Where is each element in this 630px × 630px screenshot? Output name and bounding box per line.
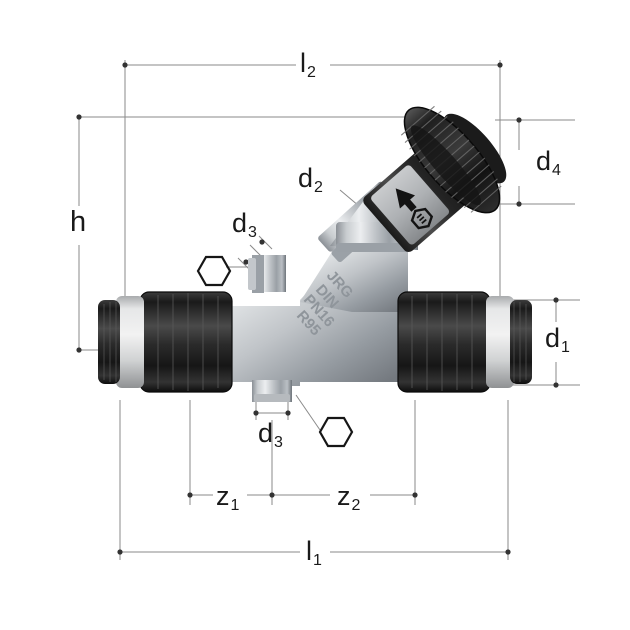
flow-arrow-icon xyxy=(395,188,417,212)
leader-line-hex-lower xyxy=(295,394,321,431)
white-collar-ring-right xyxy=(486,296,514,388)
dim-label-z2: z2 xyxy=(337,481,361,515)
dim-label-z1: z1 xyxy=(216,481,240,515)
hexagon-logo-badge-icon xyxy=(410,207,434,230)
left-fitting-ribs xyxy=(157,293,219,391)
dot-z2-right xyxy=(412,492,418,498)
dot-l2-right xyxy=(497,62,503,68)
ext-line-d3u-a xyxy=(258,235,273,250)
right-end-cap xyxy=(510,300,532,384)
dot-d3u-a xyxy=(259,239,265,245)
dim-label-d1: d1 xyxy=(545,323,570,357)
valve-bonnet-arm xyxy=(300,236,408,312)
compression-fitting-right xyxy=(397,291,532,393)
dot-h-bottom xyxy=(76,347,82,353)
dot-d1-bottom xyxy=(553,382,559,388)
dim-label-d2: d2 xyxy=(298,163,323,197)
dot-d3u-b xyxy=(243,259,249,265)
dim-label-d3-upper: d3 xyxy=(232,208,257,242)
hexagon-wrench-symbol-lower-icon xyxy=(318,416,354,448)
handwheel-outline xyxy=(403,106,501,214)
lower-center-port-cap xyxy=(254,394,290,402)
compression-fitting-left xyxy=(98,291,233,393)
left-fitting-nut xyxy=(140,292,232,392)
right-fitting-ribs xyxy=(411,293,473,391)
dim-label-d4: d4 xyxy=(536,146,561,180)
dim-label-d3-lower: d3 xyxy=(258,418,283,452)
dim-label-l2: l2 xyxy=(300,48,316,82)
hexagon-symbols-group xyxy=(196,255,354,448)
dot-z1-left xyxy=(187,492,193,498)
dot-d1-top xyxy=(553,297,559,303)
white-collar-ring-left xyxy=(116,296,144,388)
left-end-cap-ribs xyxy=(103,302,117,382)
dimension-lines-group xyxy=(76,60,580,560)
dot-l2-left xyxy=(122,62,128,68)
dot-h-top xyxy=(76,114,82,120)
handwheel-inner xyxy=(410,125,482,206)
dot-d3l-left xyxy=(253,410,259,416)
dot-d4-top xyxy=(516,117,522,123)
upper-side-port-cap xyxy=(248,258,256,290)
dot-d4-bottom xyxy=(516,201,522,207)
handwheel[interactable] xyxy=(389,93,515,227)
dim-label-l1: l1 xyxy=(306,536,322,570)
dot-l1-left xyxy=(117,549,123,555)
dot-d3l-right xyxy=(285,410,291,416)
valve-assembly: JRG DIN PN16 R95 xyxy=(98,93,532,402)
dot-z-center xyxy=(269,492,275,498)
bonnet-band-edge xyxy=(336,243,410,252)
hexagon-wrench-symbol-upper-icon xyxy=(196,255,232,287)
dot-l1-right xyxy=(505,549,511,555)
dim-label-h: h xyxy=(70,206,87,238)
left-end-cap xyxy=(98,300,120,384)
right-fitting-nut xyxy=(398,292,490,392)
right-end-cap-ribs xyxy=(513,302,527,382)
